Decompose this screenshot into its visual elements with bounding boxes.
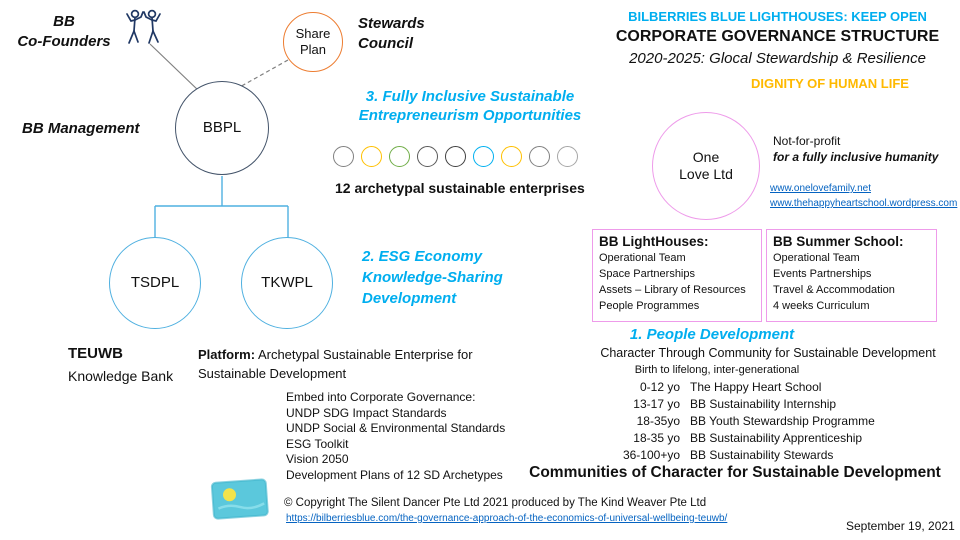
teuwb-label: TEUWB Knowledge Bank [68,345,173,384]
enterprise-circles-row [333,146,578,167]
platform-description: Platform: Archetypal Sustainable Enterpr… [198,346,496,384]
one-love-links: www.onelovefamily.net www.thehappyhearts… [770,181,960,211]
child-flag-drawing [208,474,273,529]
cofounders-line2: Co-Founders [17,32,111,50]
program-name: BB Youth Stewardship Programme [690,414,875,428]
slide-title-2: CORPORATE GOVERNANCE STRUCTURE [615,28,940,45]
enterprise-circle [473,146,494,167]
slide-tagline: DIGNITY OF HUMAN LIFE [751,76,909,91]
box-item: Events Partnerships [773,267,872,280]
box-item: People Programmes [599,299,700,312]
bb-summer-school-box: BB Summer School: Operational Team Event… [766,229,937,322]
section-1-subtitle: Character Through Community for Sustaina… [600,346,936,360]
stewards-line2: Council [358,34,413,52]
teuwb-subtitle: Knowledge Bank [68,368,174,384]
teuwb-title: TEUWB [68,345,123,362]
cofounders-label: BB Co-Founders [8,12,120,51]
enterprises-caption: 12 archetypal sustainable enterprises [335,180,585,196]
platform-text: Archetypal Sustainable Enterprise for Su… [198,347,473,381]
section-1-note: Birth to lifelong, inter-generational [634,364,800,376]
communities-heading: Communities of Character for Sustainable… [529,464,941,481]
stewards-council-label: Stewards Council [358,14,425,53]
list-item: UNDP SDG Impact Standards [286,405,447,420]
slide-title-1: BILBERRIES BLUE LIGHTHOUSES: KEEP OPEN [628,9,927,24]
age-program-table: 0-12 yo The Happy Heart School 13-17 yo … [600,379,900,463]
enterprise-circle [501,146,522,167]
box-item: Assets – Library of Resources [599,283,746,296]
list-item: Vision 2050 [286,452,349,466]
enterprise-circle [417,146,438,167]
box-item: Operational Team [599,252,686,264]
tsdpl-node: TSDPL [109,237,201,329]
enterprise-circle [361,146,382,167]
enterprise-circle [389,146,410,167]
one-love-note: Not-for-profit for a fully inclusive hum… [773,133,953,165]
one-love-node: One Love Ltd [652,112,760,220]
box-item: Travel & Accommodation [773,283,895,296]
list-item: Embed into Corporate Governance: [286,390,476,404]
not-for-profit-text: Not-for-profit [773,134,841,148]
age-range: 18-35yo [636,414,680,428]
onelovefamily-link[interactable]: www.onelovefamily.net [770,183,871,194]
share-plan-node: Share Plan [283,12,343,72]
tkwpl-node: TKWPL [241,237,333,329]
one-love-line1: One [692,148,720,165]
slide-subtitle: 2020-2025: Glocal Stewardship & Resilien… [629,50,926,67]
section-2-title: 2. ESG Economy Knowledge-Sharing Develop… [362,248,503,307]
program-name: The Happy Heart School [690,380,822,394]
program-name: BB Sustainability Stewards [690,448,834,462]
slide-date: September 19, 2021 [846,519,955,533]
age-range: 0-12 yo [639,380,680,394]
enterprise-circle [529,146,550,167]
stewards-line1: Stewards [358,15,425,32]
age-range: 36-100+yo [622,448,680,462]
box-title: BB Summer School: [773,234,904,249]
one-love-line2: Love Ltd [679,166,733,182]
management-label: BB Management [22,120,140,137]
dancing-figures-icon [120,6,166,55]
box-item: Operational Team [773,252,860,264]
cofounders-line1: BB [53,13,75,30]
embed-governance-list: Embed into Corporate Governance: UNDP SD… [286,390,505,483]
box-item: Space Partnerships [599,267,695,280]
section-3-title: 3. Fully Inclusive Sustainable Entrepren… [358,88,582,124]
happyheartschool-link[interactable]: www.thehappyheartschool.wordpress.com [770,198,958,209]
share-plan-line2: Plan [299,42,327,57]
bb-lighthouses-box: BB LightHouses: Operational Team Space P… [592,229,762,322]
platform-label: Platform: [198,347,256,362]
copyright-text: © Copyright The Silent Dancer Pte Ltd 20… [284,497,707,509]
age-range: 18-35 yo [633,431,680,445]
enterprise-circle [445,146,466,167]
bbpl-node: BBPL [175,81,269,175]
section-1-title: 1. People Development [629,326,795,343]
inclusive-humanity-text: for a fully inclusive humanity [773,150,939,165]
enterprise-circle [557,146,578,167]
program-name: BB Sustainability Internship [690,397,837,411]
list-item: Development Plans of 12 SD Archetypes [286,467,503,482]
enterprise-circle [333,146,354,167]
age-range: 13-17 yo [633,397,680,411]
box-title: BB LightHouses: [599,234,709,249]
box-item: 4 weeks Curriculum [773,299,870,312]
bilberriesblue-link[interactable]: https://bilberriesblue.com/the-governanc… [286,513,728,524]
program-name: BB Sustainability Apprenticeship [690,431,863,445]
list-item: ESG Toolkit [286,436,349,451]
share-plan-line1: Share [295,25,331,41]
list-item: UNDP Social & Environmental Standards [286,421,506,435]
